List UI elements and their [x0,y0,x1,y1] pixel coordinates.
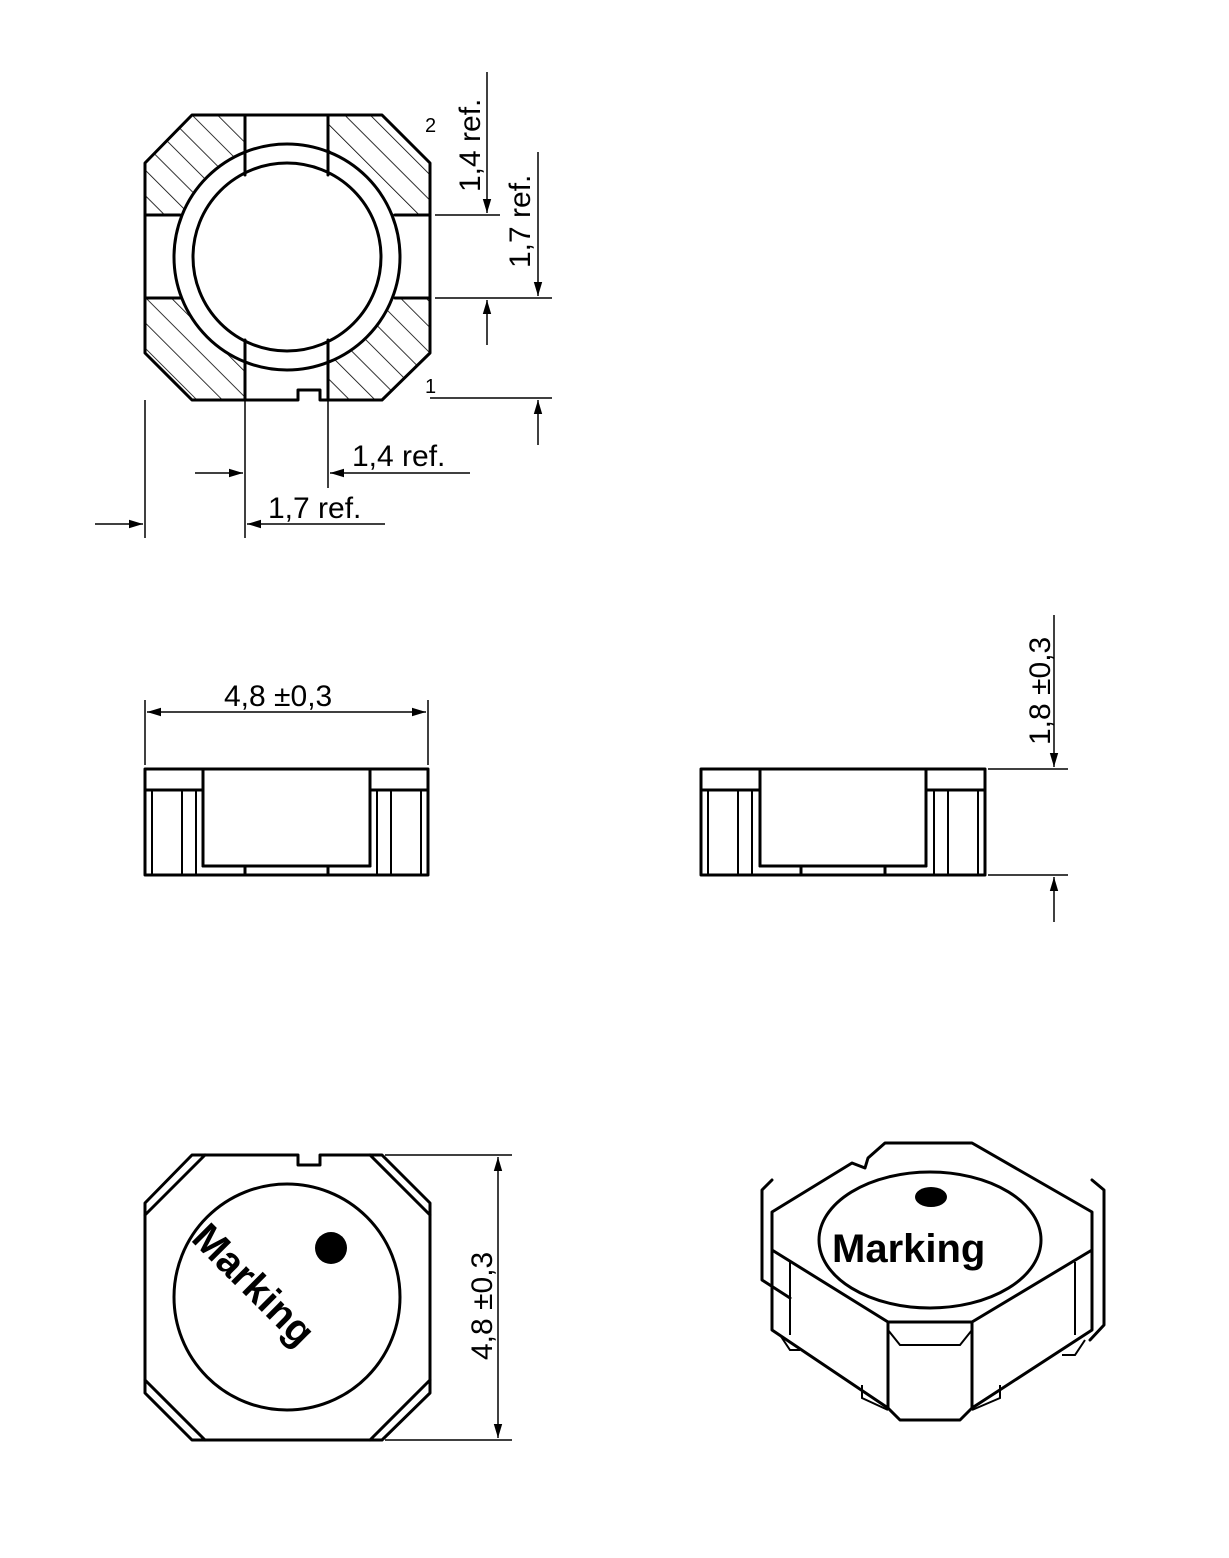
marking-text: Marking [184,1215,324,1355]
vertical-dimensions [482,72,543,445]
dim-width: 4,8 ±0,3 [466,1252,499,1360]
marking-top-view: Marking 4,8 ±0,3 [143,1153,512,1442]
iso-polarity-dot [915,1187,947,1207]
top-view: 2 1 1,4 ref. 1,7 ref. 1,4 ref. [95,72,552,538]
pad-edges [143,113,432,402]
dim-length: 4,8 ±0,3 [224,680,332,713]
dim-pad-offset-vertical: 1,7 ref. [504,175,537,268]
pin-2-label: 2 [425,115,436,137]
iso-top-face [770,1141,1094,1324]
iso-marking-face [817,1170,1043,1310]
dim-pad-gap-vertical: 1,4 ref. [454,99,487,192]
dim-height: 1,8 ±0,3 [1024,637,1057,745]
body-outline [143,113,432,402]
marking-face [172,1182,402,1412]
side-view-front: 4,8 ±0,3 [143,680,430,877]
polarity-dot [315,1232,347,1264]
dim-pad-offset-horizontal: 1,7 ref. [268,492,361,525]
horizontal-dimensions [95,468,470,529]
extension-lines [144,214,552,538]
core-outer [172,142,402,372]
iso-view: Marking [760,1141,1106,1422]
side-view-right: 1,8 ±0,3 [699,615,1068,922]
marking-body-outline [143,1153,432,1442]
iso-marking-text: Marking [832,1227,985,1271]
pin-1-label: 1 [425,376,436,398]
dim-pad-gap-horizontal: 1,4 ref. [352,440,445,473]
core-inner [191,161,383,353]
